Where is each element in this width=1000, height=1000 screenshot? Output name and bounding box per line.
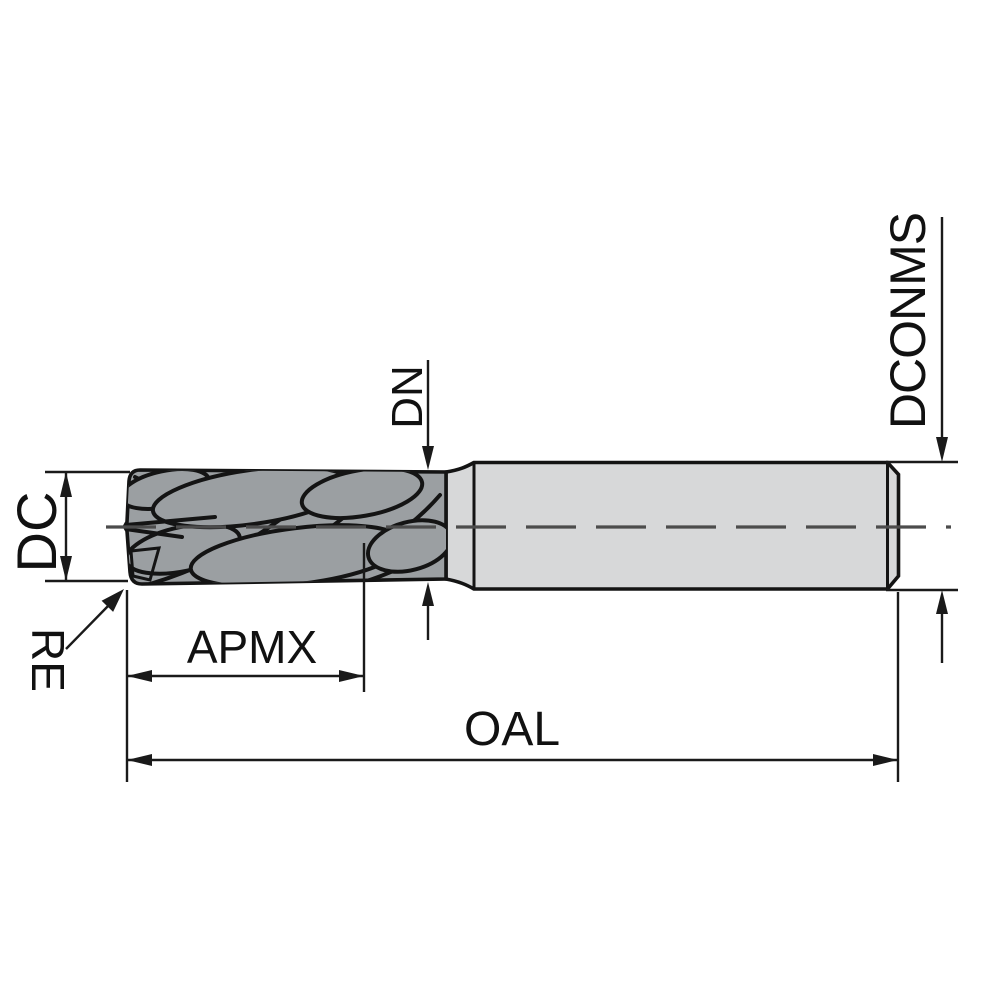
end-tooth-edge: [124, 527, 184, 539]
dn-arrow-down: [422, 446, 434, 470]
tool-flutes: [122, 468, 448, 586]
dconms-arrow-up: [936, 590, 948, 614]
dconms-dimension: [886, 217, 958, 663]
re-leader-line: [65, 603, 111, 650]
re-arrowhead: [101, 589, 124, 612]
re-label: RE: [22, 628, 74, 692]
oal-label: OAL: [463, 703, 561, 756]
dn-dimension: [422, 360, 434, 640]
dn-label: DN: [383, 365, 432, 429]
oal-arrow-left: [127, 754, 152, 766]
oal-dimension: [125, 590, 900, 782]
dc-arrow-up: [60, 472, 72, 497]
apmx-label: APMX: [186, 621, 318, 673]
apmx-dimension: [127, 543, 366, 692]
dc-dimension: [45, 470, 130, 583]
dconms-arrow-down: [936, 437, 948, 462]
dn-arrow-up: [422, 582, 434, 606]
dc-label: DC: [5, 491, 68, 573]
dc-arrow-down: [60, 556, 72, 581]
apmx-arrow-right: [339, 670, 364, 682]
re-leader: [65, 589, 124, 650]
flute-detail: [124, 470, 446, 584]
oal-arrow-right: [873, 754, 898, 766]
dconms-label: DCONMS: [880, 212, 936, 430]
apmx-arrow-left: [127, 670, 152, 682]
end-tooth-edge: [124, 515, 217, 527]
tip-gash-facet: [129, 546, 162, 582]
flute-lens: [366, 518, 446, 574]
